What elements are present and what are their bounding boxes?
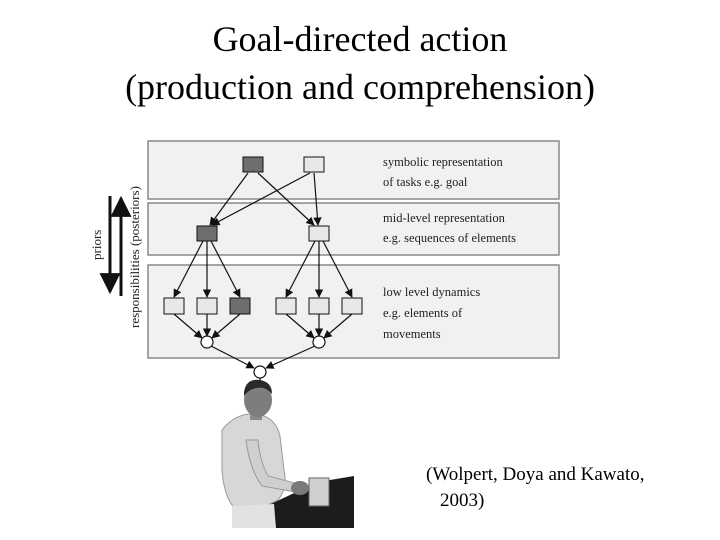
low-level-label-line-3: movements [383,327,441,341]
low-level-label-line-2: e.g. elements of [383,306,463,320]
arrow [173,313,203,339]
goal-node-dark [242,156,264,173]
hand-shape [291,481,309,495]
arrow [285,313,315,339]
head-shape [244,383,272,417]
mid-level-label-line-1: mid-level representation [383,211,506,225]
arrow [313,172,322,226]
combiner-node [200,335,214,349]
arrow [322,240,353,298]
element-node [163,297,185,315]
element-node [275,297,297,315]
page-title-line-2: (production and comprehension) [125,67,595,107]
low-level-label-line-1: low level dynamics [383,285,480,299]
sequence-node-light [308,225,330,242]
citation-line-2: 2003) [440,490,485,511]
citation: (Wolpert, Doya and Kawato, 2003) [426,462,644,514]
arrow [173,240,204,298]
arrow [209,172,249,226]
citation-line-1: (Wolpert, Doya and Kawato, [426,464,645,485]
element-node [196,297,218,315]
goal-node-light [303,156,325,173]
arrow [211,313,241,339]
element-node [341,297,363,315]
mid-level-label-line-2: e.g. sequences of elements [383,231,516,245]
block-object [308,477,330,507]
top-to-mid-arrows [209,172,322,226]
output-node [253,365,267,379]
element-node-dark [229,297,251,315]
arrow [211,172,311,226]
table-shape [262,476,354,528]
symbolic-label-line-2: of tasks e.g. goal [383,175,468,189]
symbolic-panel [147,140,560,200]
arrow [323,313,353,339]
element-node [308,297,330,315]
person-illustration [221,379,354,528]
page-title-line-1: Goal-directed action [212,19,508,59]
arrow [210,345,255,369]
arrow [210,240,241,298]
low-to-combiner-arrows [173,313,353,339]
arrow [257,172,315,226]
responsibilities-label: responsibilities (posteriors) [127,186,142,328]
arrow [285,240,316,298]
priors-label: priors [89,230,104,260]
pants-shape [232,504,276,528]
symbolic-label-line-1: symbolic representation [383,155,504,169]
arrow [265,345,316,369]
sequence-node-dark [196,225,218,242]
hair-shape [244,379,272,396]
mid-to-low-arrows [173,240,353,298]
combiner-node [312,335,326,349]
